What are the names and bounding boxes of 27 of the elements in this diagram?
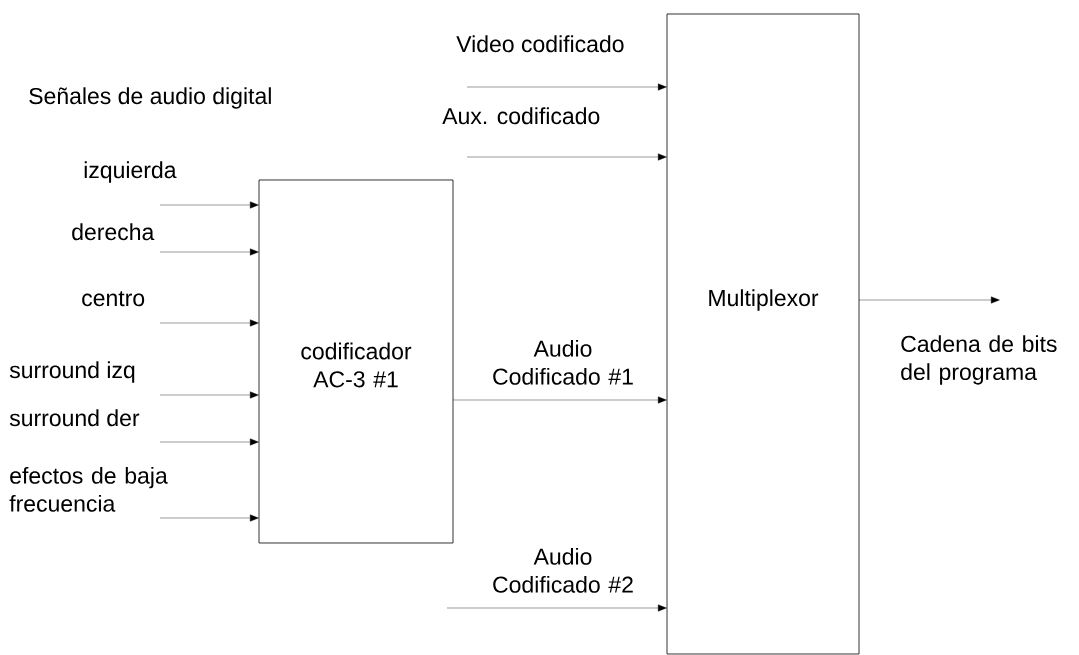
- arrow: [159, 201, 259, 209]
- arrow: [452, 396, 667, 404]
- arrow: [159, 438, 259, 446]
- arrow: [159, 514, 259, 522]
- edge-label: Cadena de bits del programa: [901, 335, 1057, 385]
- edge-label: izquierda: [84, 161, 177, 183]
- edge-label: efectos de baja frecuencia: [9, 466, 168, 512]
- arrow: [466, 153, 667, 161]
- block-label: Multiplexor: [709, 289, 819, 311]
- edge-label: Video codificado: [456, 35, 624, 53]
- block-label: codificador AC-3 #1: [301, 342, 412, 388]
- arrow: [159, 391, 259, 399]
- arrow: [466, 83, 667, 91]
- edge-label: Aux. codificado: [442, 107, 600, 125]
- arrow: [159, 248, 259, 256]
- edge-label: centro: [82, 291, 145, 307]
- arrow: [159, 319, 259, 327]
- arrow: [858, 296, 1000, 304]
- edge-label: surround der: [9, 409, 140, 427]
- edge-label: derecha: [72, 223, 155, 241]
- heading-label: Señales de audio digital: [29, 87, 271, 109]
- edge-label: Audio Codificado #1: [493, 339, 633, 385]
- edge-label: surround izq: [9, 361, 135, 383]
- arrow: [446, 604, 667, 612]
- block-box: [666, 13, 860, 655]
- block-box: [258, 179, 454, 544]
- edge-label: Audio Codificado #2: [493, 547, 633, 593]
